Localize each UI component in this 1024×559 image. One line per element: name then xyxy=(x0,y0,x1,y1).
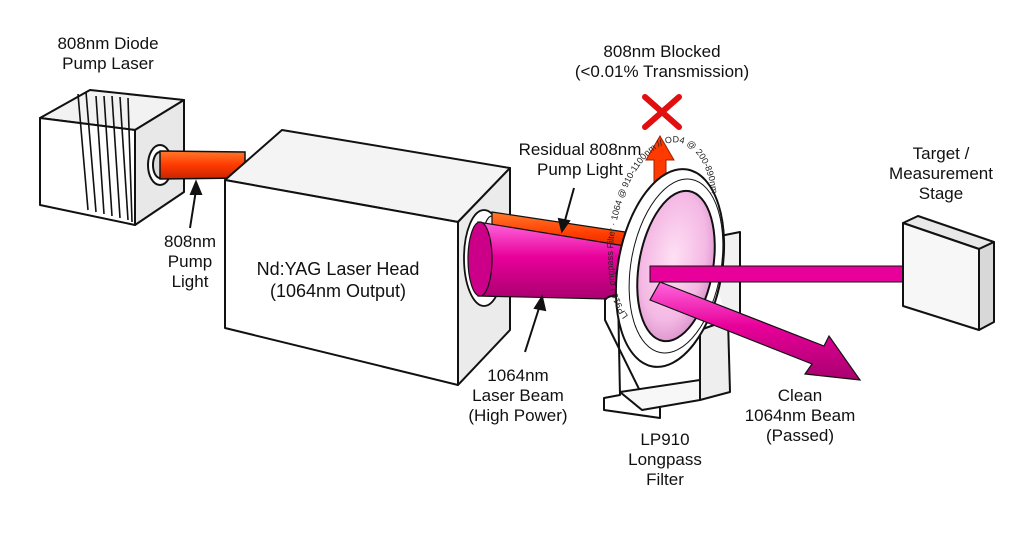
label-target: Target / Measurement Stage xyxy=(889,144,993,203)
blocked-x-icon xyxy=(642,94,682,130)
laser-beam xyxy=(467,221,651,301)
label-laser-beam: 1064nm Laser Beam (High Power) xyxy=(468,366,568,425)
label-clean-beam: Clean 1064nm Beam (Passed) xyxy=(744,386,856,445)
label-laser-head: Nd:YAG Laser Head (1064nm Output) xyxy=(256,259,420,301)
clean-beam-out xyxy=(649,281,862,381)
label-blocked: 808nm Blocked (<0.01% Transmission) xyxy=(574,42,750,81)
target-stage xyxy=(902,215,995,331)
laser-head xyxy=(224,129,511,386)
label-diode-pump-laser: 808nm Diode Pump Laser xyxy=(57,34,159,73)
leader-arrows xyxy=(189,179,575,353)
label-pump-light: 808nm Pump Light xyxy=(164,232,216,291)
label-filter: LP910 Longpass Filter xyxy=(628,430,702,489)
label-residual-pump: Residual 808nm Pump Light xyxy=(518,140,642,179)
